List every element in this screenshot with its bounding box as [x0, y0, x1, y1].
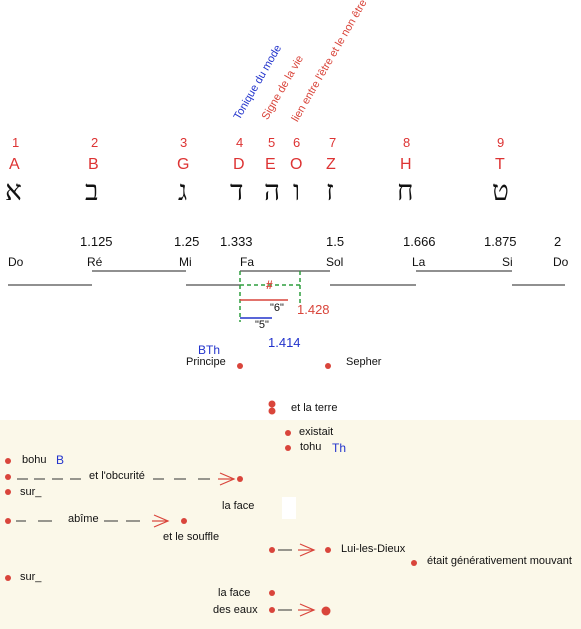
- letter-hebrew: ו: [293, 174, 301, 207]
- letter-hebrew: ג: [178, 174, 188, 207]
- letter-number: 1: [12, 135, 20, 150]
- dot-obscurite: [5, 474, 11, 480]
- letter-number: 3: [180, 135, 188, 150]
- note-name: Ré: [87, 255, 103, 269]
- label-existait: existait: [299, 426, 334, 438]
- letter-number: 9: [497, 135, 505, 150]
- note-name: Mi: [179, 255, 192, 269]
- note-name: Fa: [240, 255, 255, 269]
- note-name: La: [412, 255, 426, 269]
- letter-latin: H: [400, 156, 412, 173]
- ratio-value: 1.875: [484, 234, 517, 249]
- label-bohu: bohu: [22, 454, 47, 466]
- ratio-value: 1.333: [220, 234, 253, 249]
- label-abime: abîme: [68, 513, 99, 525]
- label-la-face-1: la face: [222, 500, 255, 512]
- letter-hebrew: ד: [230, 174, 244, 207]
- letter-hebrew: ט: [492, 174, 509, 207]
- dot-des-eaux: [269, 607, 275, 613]
- dot-eaux-end: [321, 606, 331, 616]
- letter-latin: T: [495, 156, 505, 173]
- dot-sepher: [325, 363, 331, 369]
- dot-principe: [237, 363, 243, 369]
- dot-sur-1: [5, 489, 11, 495]
- dot-tohu: [285, 445, 291, 451]
- interval-five-value: 1.414: [268, 335, 301, 350]
- letter-number: 2: [91, 135, 99, 150]
- label-sur-1: sur_: [20, 486, 42, 498]
- letter-number: 5: [268, 135, 276, 150]
- letter-hebrew: ה: [264, 174, 281, 207]
- letter-hebrew: ח: [397, 174, 414, 207]
- letter-number: 8: [403, 135, 411, 150]
- letter-latin: G: [177, 156, 190, 173]
- dot-terre-b: [268, 407, 276, 415]
- white-mark: [282, 497, 296, 519]
- ratio-value: 1.666: [403, 234, 436, 249]
- label-principe: Principe: [186, 356, 226, 368]
- label-th: Th: [332, 441, 347, 455]
- label-mouvant: était générativement mouvant: [427, 555, 572, 567]
- interval-six-value: 1.428: [297, 302, 330, 317]
- interval-sharp: #: [266, 278, 273, 292]
- note-name: Sol: [326, 255, 344, 269]
- dot-lui-les-dieux: [325, 547, 331, 553]
- ratio-value: 1.25: [174, 234, 200, 249]
- lower-panel-background: [0, 420, 581, 629]
- note-name: Do: [553, 255, 569, 269]
- label-et-la-terre: et la terre: [291, 402, 338, 414]
- label-b: B: [56, 453, 65, 467]
- letter-number: 6: [293, 135, 301, 150]
- dot-terre-a: [268, 400, 276, 408]
- letter-hebrew: ב: [85, 174, 99, 207]
- dot-abime-end: [181, 518, 187, 524]
- interval-six-label: "6": [270, 302, 284, 314]
- letter-latin: E: [265, 156, 276, 173]
- label-sepher: Sepher: [346, 356, 382, 368]
- label-tohu: tohu: [300, 441, 322, 453]
- letter-hebrew: א: [5, 174, 22, 207]
- letter-latin: Z: [326, 156, 336, 173]
- letter-number: 4: [236, 135, 244, 150]
- ratio-value: 1.125: [80, 234, 113, 249]
- label-souffle: et le souffle: [163, 531, 220, 543]
- ratio-value: 1.5: [326, 234, 345, 249]
- dot-abime: [5, 518, 11, 524]
- label-sur-2: sur_: [20, 571, 42, 583]
- label-bth: BTh: [198, 343, 221, 357]
- dot-bohu: [5, 458, 11, 464]
- dot-existait: [285, 430, 291, 436]
- dot-la-face-2: [269, 590, 275, 596]
- letter-latin: A: [9, 156, 20, 173]
- letter-number: 7: [329, 135, 337, 150]
- dot-obscurite-end: [237, 476, 243, 482]
- note-name: Si: [502, 255, 513, 269]
- dot-sur-2: [5, 575, 11, 581]
- note-name: Do: [8, 255, 24, 269]
- dot-mouvant: [411, 560, 417, 566]
- letter-latin: O: [290, 156, 303, 173]
- letter-latin: D: [233, 156, 245, 173]
- label-obscurite: et l'obcurité: [89, 470, 145, 482]
- letter-latin: B: [88, 156, 99, 173]
- letter-hebrew: ז: [326, 174, 334, 207]
- dot-souffle: [269, 547, 275, 553]
- label-des-eaux: des eaux: [213, 604, 258, 616]
- interval-five-label: "5": [255, 319, 269, 331]
- ratio-value: 2: [554, 234, 562, 249]
- label-la-face-2: la face: [218, 587, 251, 599]
- label-lui-les-dieux: Lui-les-Dieux: [341, 543, 406, 555]
